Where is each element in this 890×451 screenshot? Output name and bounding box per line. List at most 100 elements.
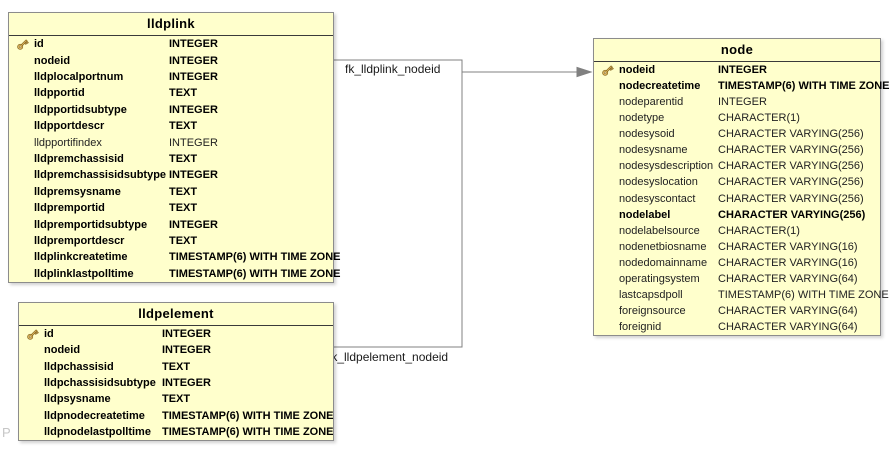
field-type: INTEGER xyxy=(169,54,218,67)
field-name: nodesysname xyxy=(619,144,688,157)
field-name: lldplinkcreatetime xyxy=(34,251,128,264)
field-row: foreignid CHARACTER VARYING(64) xyxy=(594,319,880,335)
field-name: lldpportidsubtype xyxy=(34,103,127,116)
field-type: CHARACTER VARYING(256) xyxy=(718,128,864,141)
relation-label-fk-lldpelement-nodeid: fk_lldpelement_nodeid xyxy=(328,350,449,364)
field-type: INTEGER xyxy=(162,344,211,357)
field-name: nodeid xyxy=(44,344,81,357)
field-type: TIMESTAMP(6) WITH TIME ZONE xyxy=(169,267,341,280)
field-name: id xyxy=(34,38,44,51)
field-type: CHARACTER VARYING(256) xyxy=(718,208,866,221)
field-row: lldpportidsubtype INTEGER xyxy=(9,102,333,118)
field-type: INTEGER xyxy=(162,328,211,341)
field-type: CHARACTER VARYING(256) xyxy=(718,160,864,173)
primary-key-icon xyxy=(599,64,619,77)
field-name: nodesyscontact xyxy=(619,192,696,205)
field-name: nodeid xyxy=(619,64,656,77)
field-row: nodeid INTEGER xyxy=(19,342,333,358)
connector-fk-lldpelement-nodeid xyxy=(334,72,463,348)
field-type: INTEGER xyxy=(162,376,211,389)
field-name: nodetype xyxy=(619,112,665,125)
field-row: nodeid INTEGER xyxy=(9,52,333,68)
field-type: CHARACTER VARYING(64) xyxy=(718,304,858,317)
field-type: TEXT xyxy=(169,185,198,198)
field-name: nodeid xyxy=(34,54,71,67)
field-row: nodesysoid CHARACTER VARYING(256) xyxy=(594,126,880,142)
field-type: CHARACTER VARYING(64) xyxy=(718,272,858,285)
field-row: id INTEGER xyxy=(19,326,333,342)
field-name: id xyxy=(44,328,54,341)
field-name: lldpremchassisid xyxy=(34,153,124,166)
field-row: lldplinkcreatetime TIMESTAMP(6) WITH TIME… xyxy=(9,249,341,265)
field-type: CHARACTER(1) xyxy=(718,112,800,125)
field-name: nodelabel xyxy=(619,208,671,221)
field-type: CHARACTER VARYING(256) xyxy=(718,144,864,157)
field-type: INTEGER xyxy=(169,218,218,231)
field-name: nodenetbiosname xyxy=(619,240,707,253)
field-type: TEXT xyxy=(162,393,191,406)
field-type: INTEGER xyxy=(169,38,218,51)
field-type: TIMESTAMP(6) WITH TIME ZONE xyxy=(718,80,890,93)
field-name: nodeparentid xyxy=(619,96,684,109)
field-name: nodecreatetime xyxy=(619,80,701,93)
field-row: nodeparentid INTEGER xyxy=(594,94,880,110)
field-name: lldpportdescr xyxy=(34,120,105,133)
field-name: lldpremportdescr xyxy=(34,235,125,248)
field-row: lldpportdescr TEXT xyxy=(9,118,333,134)
relation-label-fk-lldplink-nodeid: fk_lldplink_nodeid xyxy=(345,62,441,76)
watermark: P xyxy=(2,425,11,440)
field-name: lldpremportid xyxy=(34,202,105,215)
field-type: INTEGER xyxy=(169,103,218,116)
field-type: CHARACTER VARYING(64) xyxy=(718,321,858,334)
field-type: TIMESTAMP(6) WITH TIME ZONE xyxy=(162,425,334,438)
field-name: nodesyslocation xyxy=(619,176,698,189)
field-name: lldpportifindex xyxy=(34,136,102,149)
field-name: lldpremsysname xyxy=(34,185,121,198)
field-name: lldpchassisid xyxy=(44,360,114,373)
field-name: nodesysoid xyxy=(619,128,675,141)
table-title: node xyxy=(594,39,880,62)
field-row: id INTEGER xyxy=(9,36,333,52)
field-type: TIMESTAMP(6) WITH TIME ZONE xyxy=(169,251,341,264)
field-name: lastcapsdpoll xyxy=(619,288,683,301)
primary-key-icon xyxy=(24,328,44,341)
field-type: INTEGER xyxy=(169,169,218,182)
field-type: INTEGER xyxy=(169,136,218,149)
field-row: nodecreatetime TIMESTAMP(6) WITH TIME ZON… xyxy=(594,78,890,94)
field-row: nodesysname CHARACTER VARYING(256) xyxy=(594,142,880,158)
field-name: foreignid xyxy=(619,321,662,334)
field-type: TEXT xyxy=(169,120,198,133)
field-type: TEXT xyxy=(169,153,198,166)
field-row: lldpremchassisid TEXT xyxy=(9,151,333,167)
field-row: nodelabel CHARACTER VARYING(256) xyxy=(594,207,880,223)
field-name: lldplocalportnum xyxy=(34,71,124,84)
field-name: operatingsystem xyxy=(619,272,700,285)
field-type: TEXT xyxy=(169,87,198,100)
table-title: lldpelement xyxy=(19,303,333,326)
field-type: INTEGER xyxy=(718,96,767,109)
field-name: nodelabelsource xyxy=(619,224,700,237)
